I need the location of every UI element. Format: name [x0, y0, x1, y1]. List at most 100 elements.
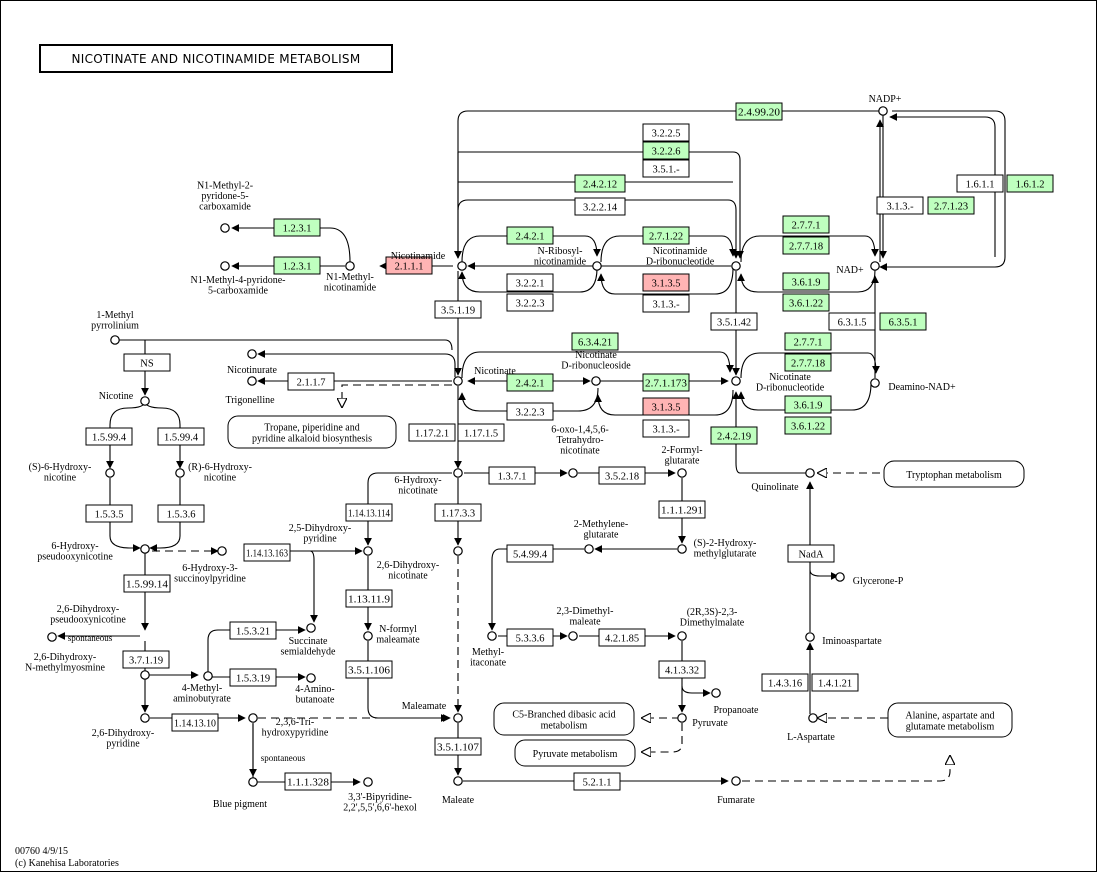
compound-node[interactable]: Pyruvate [677, 713, 729, 729]
enzyme-box[interactable]: 2.7.7.18 [782, 236, 830, 255]
enzyme-box[interactable]: 3.2.2.3 [506, 293, 554, 312]
enzyme-box[interactable]: 1.2.3.1 [273, 218, 321, 237]
enzyme-box[interactable]: 1.5.3.21 [229, 621, 277, 640]
enzyme-box[interactable]: 1.5.99.4 [85, 427, 133, 446]
enzyme-box[interactable]: 2.7.7.1 [784, 332, 832, 351]
enzyme-box[interactable]: 1.6.1.2 [1006, 174, 1054, 193]
enzyme-box[interactable]: 3.5.1.107 [434, 737, 482, 756]
enzyme-box[interactable]: NS [123, 353, 171, 372]
compound-node[interactable]: 3,3'-Bipyridine-2,2',5,5',6,6'-hexol [343, 777, 417, 813]
enzyme-box[interactable]: 1.1.1.328 [284, 772, 332, 791]
enzyme-box[interactable]: 1.5.3.19 [229, 668, 277, 687]
enzyme-box[interactable]: 3.5.1.106 [345, 660, 393, 679]
enzyme-box[interactable]: 4.2.1.85 [598, 628, 646, 647]
enzyme-box[interactable]: 3.1.3.- [642, 419, 690, 438]
enzyme-box[interactable]: 1.14.13.163 [243, 543, 291, 562]
compound-node[interactable]: (S)-2-Hydroxy-methylglutarate [677, 538, 757, 560]
enzyme-box[interactable]: NadA [787, 544, 835, 563]
enzyme-box[interactable]: 1.13.11.9 [345, 589, 393, 608]
compound-node[interactable]: Methyl-itaconate [470, 631, 507, 668]
pathway-map-link[interactable]: Tryptophan metabolism [883, 460, 1025, 488]
enzyme-box[interactable]: 5.4.99.4 [506, 544, 554, 563]
compound-node[interactable]: 6-Hydroxy-nicotinate [394, 468, 463, 496]
enzyme-box[interactable]: 2.1.1.7 [287, 372, 335, 391]
compound-node[interactable]: N1-Methyl-2-pyridone-5-carboxamide [197, 181, 253, 233]
compound-node[interactable]: 2,6-Dihydroxy-pseudooxynicotine [47, 604, 127, 642]
compound-node[interactable]: 4-Methyl-aminobutyrate [173, 671, 231, 704]
enzyme-box[interactable]: 1.2.3.1 [273, 256, 321, 275]
compound-node[interactable]: 2,5-Dihydroxy-pyridine [289, 523, 373, 556]
compound-node[interactable]: 2-Methylene-glutarate [574, 519, 628, 554]
enzyme-box[interactable]: 1.5.99.14 [123, 574, 171, 593]
enzyme-box[interactable]: 1.14.13.10 [171, 713, 219, 732]
enzyme-box[interactable]: 3.2.2.6 [642, 141, 690, 160]
compound-node[interactable]: 2,6-Dihydroxy-nicotinate [377, 546, 463, 581]
enzyme-box[interactable]: 3.5.1.42 [710, 312, 758, 331]
compound-node[interactable]: 2,3,6-Tri-hydroxypyridine [248, 713, 329, 738]
enzyme-box[interactable]: 1.6.1.1 [956, 174, 1004, 193]
compound-node[interactable]: 4-Amino-butanoate [295, 673, 335, 705]
enzyme-box[interactable]: 2.7.7.18 [784, 353, 832, 372]
enzyme-box[interactable]: 5.3.3.6 [506, 628, 554, 647]
compound-node[interactable]: 6-Hydroxy-pseudooxynicotine [37, 541, 150, 563]
compound-node[interactable]: Maleate [442, 776, 475, 806]
enzyme-box[interactable]: 3.2.2.14 [574, 197, 626, 216]
enzyme-box[interactable]: 2.7.1.173 [642, 373, 690, 392]
enzyme-box[interactable]: 3.5.1.19 [434, 300, 482, 319]
enzyme-box[interactable]: 6.3.1.5 [828, 312, 876, 331]
enzyme-box[interactable]: 1.4.1.21 [811, 673, 859, 692]
enzyme-box[interactable]: 2.4.99.20 [735, 102, 783, 121]
compound-node[interactable]: Deamino-NAD+ [870, 378, 956, 393]
compound-node[interactable]: Fumarate [717, 776, 755, 806]
compound-node[interactable]: (R)-6-Hydroxy-nicotine [175, 462, 252, 484]
compound-node[interactable]: 6-Hydroxy-3-succinoylpyridine [174, 546, 246, 584]
compound-node[interactable]: 2,6-Dihydroxy-pyridine [92, 713, 155, 749]
compound-node[interactable]: Maleamate [402, 701, 463, 723]
compound-node[interactable]: NAD+ [836, 261, 880, 276]
compound-node[interactable]: Nicotinurate [227, 349, 278, 376]
enzyme-box[interactable]: 3.5.1.- [642, 159, 690, 178]
enzyme-box[interactable]: 2.4.2.12 [574, 174, 626, 193]
enzyme-box[interactable]: 3.6.1.9 [782, 272, 830, 291]
compound-node[interactable]: N1-Methyl-nicotinamide [324, 261, 377, 293]
enzyme-box[interactable]: 1.4.3.16 [761, 673, 809, 692]
enzyme-box[interactable]: 3.5.2.18 [598, 466, 646, 485]
enzyme-box[interactable]: 3.1.3.- [876, 196, 924, 215]
compound-node[interactable]: Iminoaspartate [805, 632, 882, 647]
compound-node[interactable]: 2,6-Dihydroxy-N-methylmyosmine [25, 652, 150, 680]
enzyme-box[interactable]: 1.5.99.4 [157, 427, 205, 446]
compound-node[interactable]: Propanoate [711, 688, 759, 716]
enzyme-box[interactable]: 3.1.3.5 [642, 273, 690, 292]
enzyme-box[interactable]: 1.3.7.1 [488, 466, 536, 485]
enzyme-box[interactable]: 4.1.3.32 [658, 660, 706, 679]
enzyme-box[interactable]: 3.7.1.19 [122, 650, 170, 669]
enzyme-box[interactable]: 3.1.3.5 [642, 397, 690, 416]
compound-node[interactable]: Nicotinate [453, 366, 517, 386]
enzyme-box[interactable]: 2.7.1.22 [642, 226, 690, 245]
enzyme-box[interactable]: 3.6.1.22 [784, 416, 832, 435]
compound-node[interactable]: L-Aspartate [787, 713, 835, 743]
compound-node[interactable]: (S)-6-Hydroxy-nicotine [29, 462, 115, 484]
enzyme-box[interactable]: 1.1.1.291 [658, 500, 706, 519]
enzyme-box[interactable]: 3.1.3.- [642, 294, 690, 313]
enzyme-box[interactable]: 1.17.2.1 [408, 423, 456, 442]
enzyme-box[interactable]: 1.5.3.6 [157, 504, 205, 523]
enzyme-box[interactable]: 2.7.1.23 [927, 196, 975, 215]
enzyme-box[interactable]: 5.2.1.1 [573, 772, 621, 791]
enzyme-box[interactable]: 1.17.1.5 [457, 423, 505, 442]
compound-node[interactable]: Blue pigment [213, 777, 267, 810]
enzyme-box[interactable]: 3.2.2.1 [506, 273, 554, 292]
compound-node[interactable]: 2,3-Dimethyl-maleate [557, 606, 614, 641]
compound-node[interactable]: 6-oxo-1,4,5,6-Tetrahydro-nicotinate [551, 425, 609, 478]
enzyme-box[interactable]: 3.2.2.3 [506, 402, 554, 421]
pathway-map-link[interactable]: Pyruvate metabolism [514, 739, 636, 767]
compound-node[interactable]: NADP+ [869, 94, 902, 116]
compound-node[interactable]: 2-Formyl-glutarate [661, 445, 703, 478]
